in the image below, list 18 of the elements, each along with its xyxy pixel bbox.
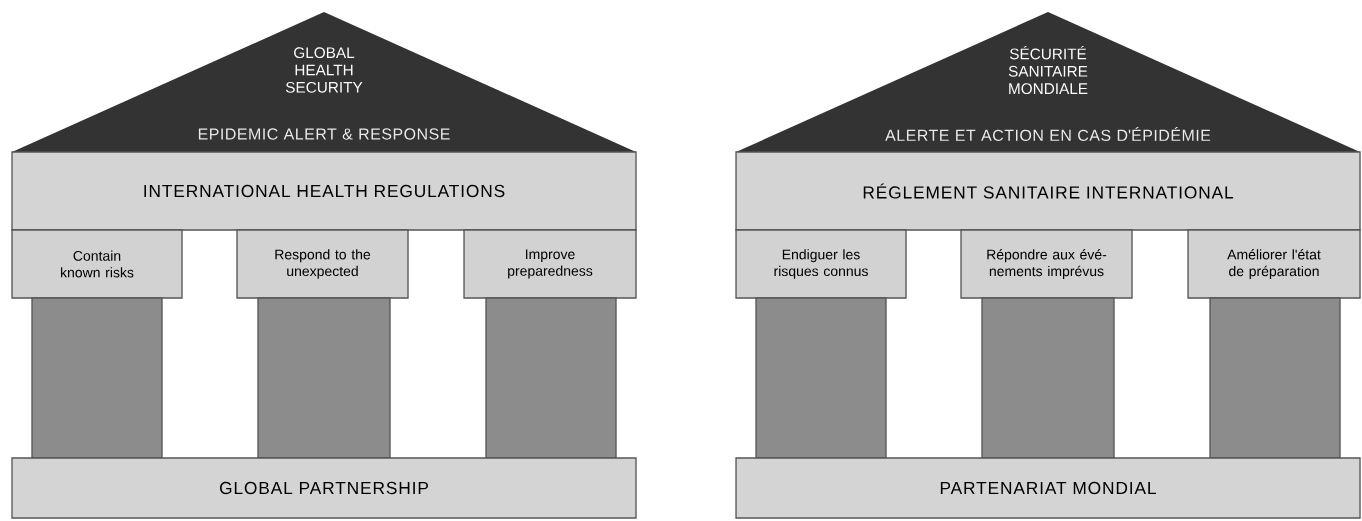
column (485, 297, 617, 459)
capital-box: Répondre aux évé- nements imprévus (960, 229, 1133, 299)
beam-box: INTERNATIONAL HEALTH REGULATIONS (11, 151, 637, 231)
capital-box: Contain known risks (11, 229, 183, 299)
capital-box: Respond to the unexpected (236, 229, 409, 299)
column (1209, 297, 1341, 459)
capital-box: Améliorer l'état de préparation (1187, 229, 1361, 299)
column (31, 297, 163, 459)
base-box: PARTENARIAT MONDIAL (735, 457, 1361, 519)
base-box: GLOBAL PARTNERSHIP (11, 457, 637, 519)
roof-triangle: SÉCURITÉ SANITAIRE MONDIALE ALERTE ET ACTION EN CAS D'ÉPIDÉMIE (736, 12, 1360, 152)
roof-triangle: GLOBAL HEALTH SECURITY EPIDEMIC ALERT & RESPONSE (12, 12, 636, 152)
column (755, 297, 887, 459)
beam-box: RÉGLEMENT SANITAIRE INTERNATIONAL (735, 151, 1361, 231)
column (981, 297, 1115, 459)
capital-box: Improve preparedness (463, 229, 637, 299)
column (257, 297, 391, 459)
capital-box: Endiguer les risques connus (735, 229, 907, 299)
